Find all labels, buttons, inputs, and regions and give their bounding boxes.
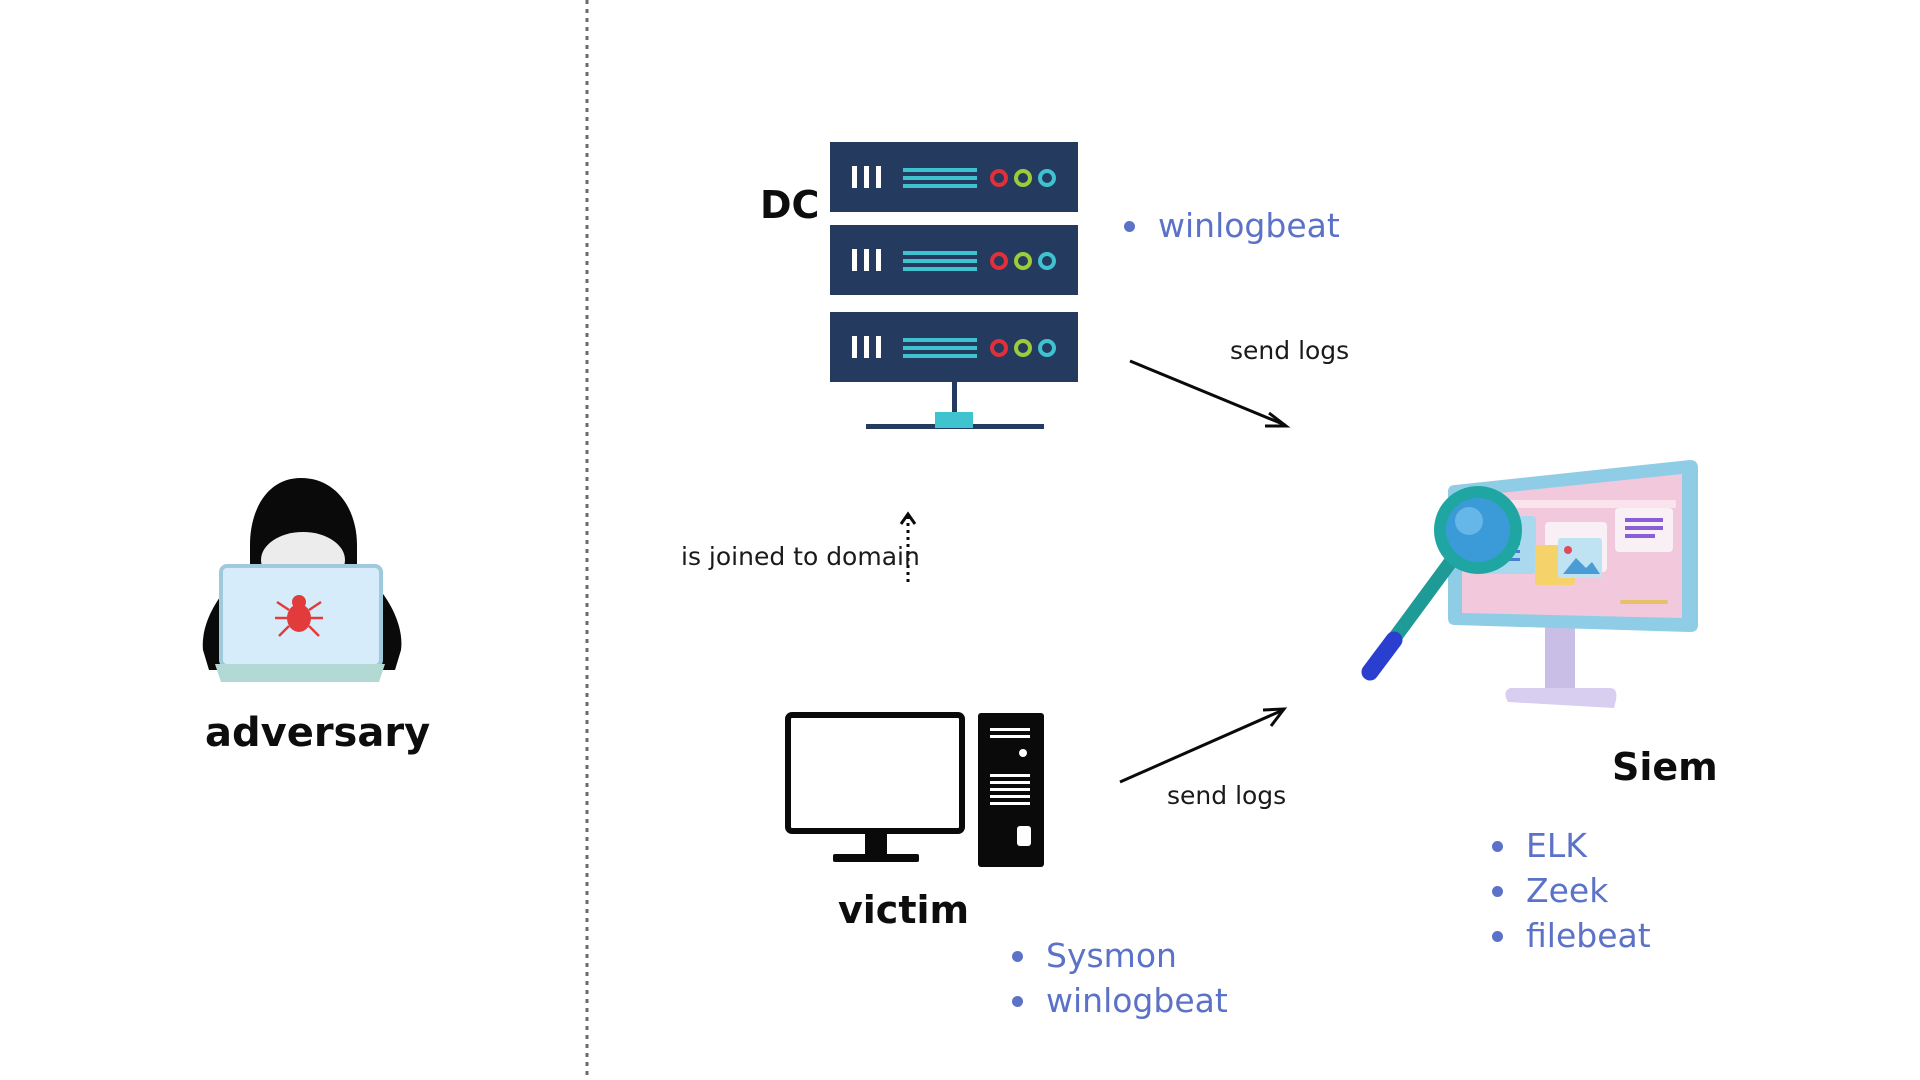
edge-label-victim-to-siem: send logs [1167,781,1287,810]
dc-label: DC [760,183,820,227]
dc-tools-list: winlogbeat [1120,203,1340,248]
siem-tools-list: ELK Zeek filebeat [1488,823,1651,958]
edge-label-victim-to-dc: is joined to domain [681,542,920,571]
list-item: winlogbeat [1008,978,1228,1023]
server-unit [830,142,1078,212]
list-item: filebeat [1488,913,1651,958]
magnifier-icon [1361,486,1522,681]
dc-server-icon [830,142,1078,429]
zone-divider [585,0,589,1080]
server-unit [830,225,1078,295]
list-item: Sysmon [1008,933,1228,978]
arrow-victim-to-dc [899,511,917,582]
server-unit [830,312,1078,382]
siem-label: Siem [1612,745,1718,789]
arrow-victim-to-siem [1119,707,1288,784]
list-item: Zeek [1488,868,1651,913]
list-item: winlogbeat [1120,203,1340,248]
hacker-icon [202,478,402,682]
victim-label: victim [838,888,970,932]
adversary-label: adversary [205,710,431,756]
arrow-dc-to-siem [1129,359,1291,428]
bug-icon [275,595,323,637]
victim-tools-list: Sysmon winlogbeat [1008,933,1228,1023]
edge-label-dc-to-siem: send logs [1230,336,1350,365]
list-item: ELK [1488,823,1651,868]
siem-monitor-icon [1361,460,1698,708]
victim-computer-icon [785,712,1044,867]
